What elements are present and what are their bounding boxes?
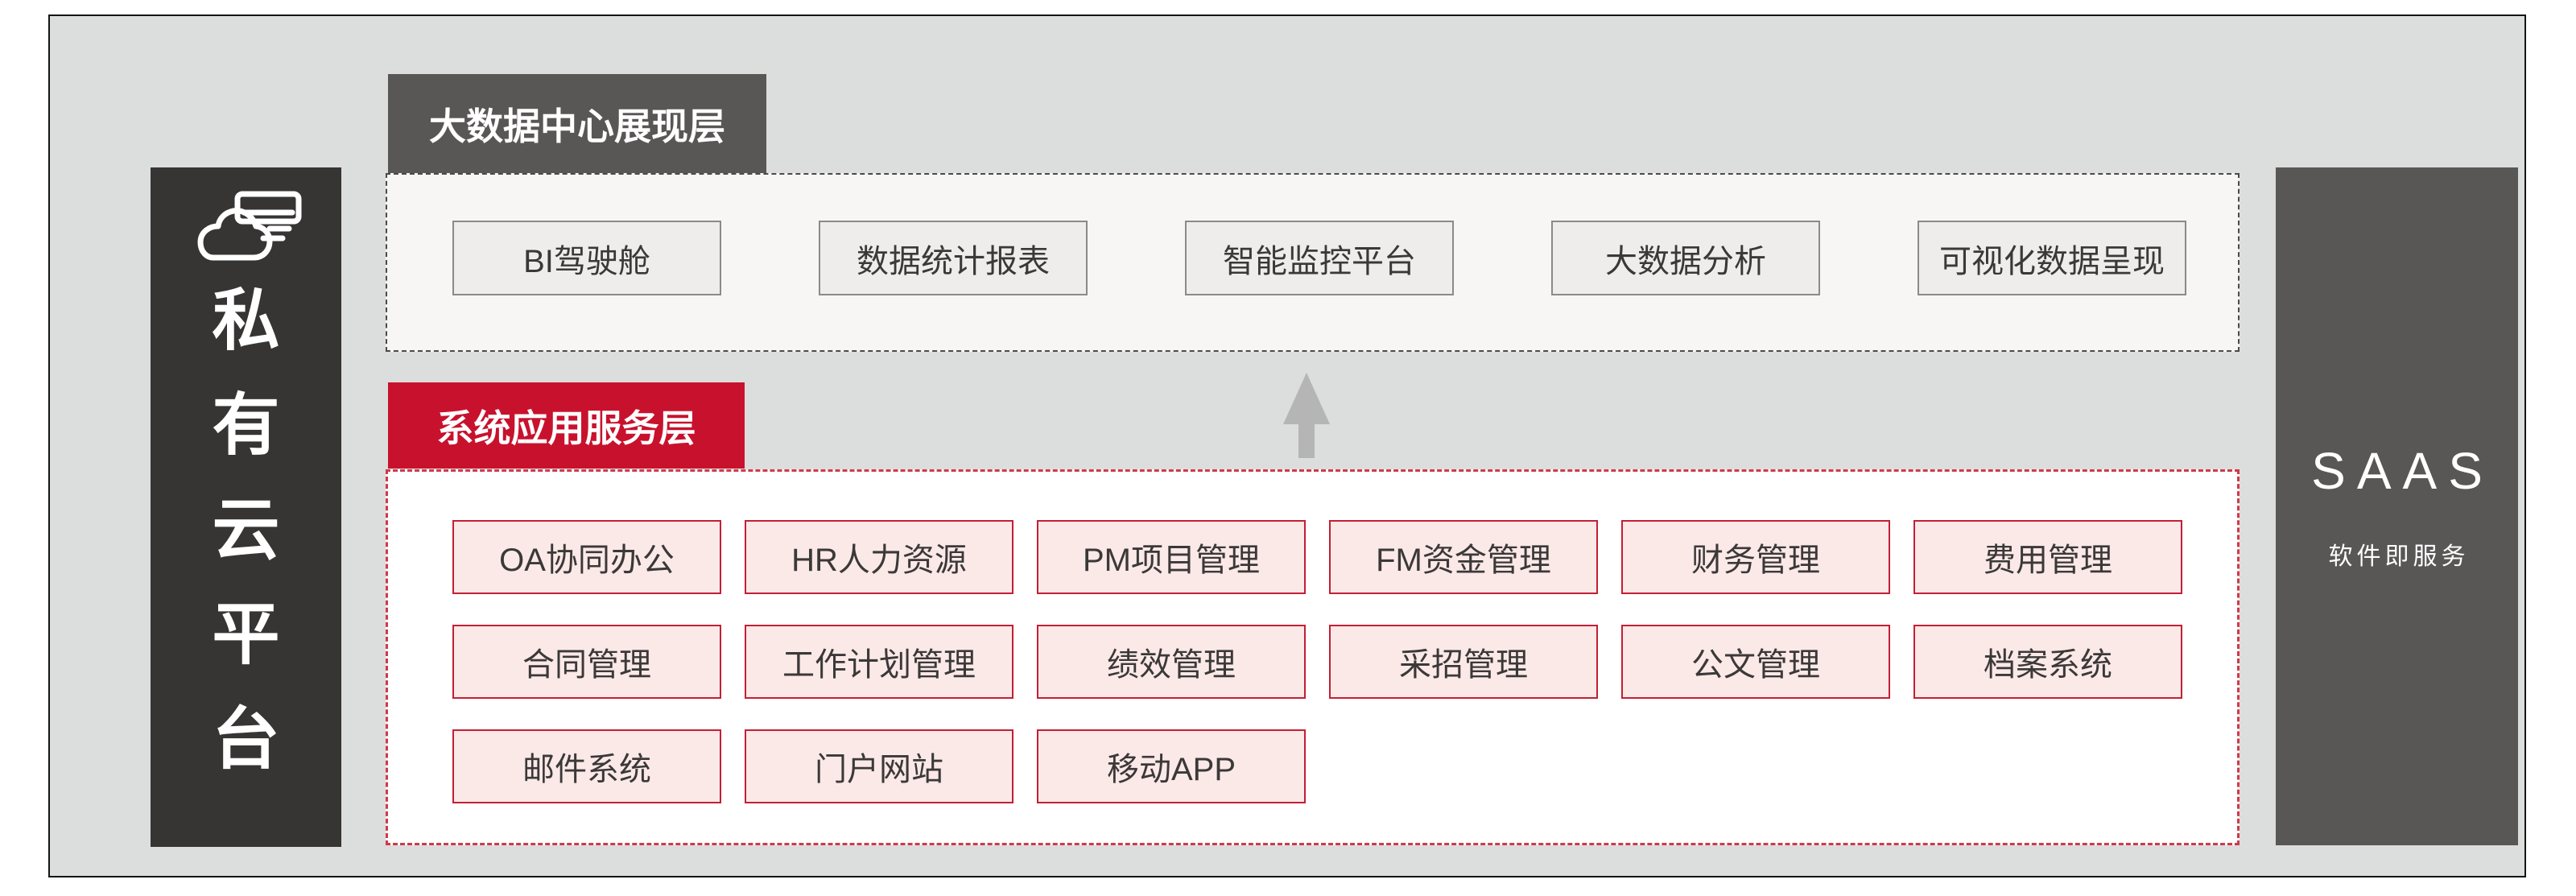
application-layer-header-label: 系统应用服务层: [436, 407, 696, 449]
application-item: HR人力资源: [745, 520, 1013, 594]
presentation-layer-header-label: 大数据中心展现层: [429, 105, 725, 147]
application-item: 公文管理: [1621, 625, 1890, 699]
private-cloud-title-char: 有: [212, 387, 280, 463]
presentation-item-label: 数据统计报表: [857, 243, 1050, 279]
presentation-item: 大数据分析: [1551, 221, 1820, 295]
application-item-label: 门户网站: [815, 752, 943, 787]
cloud-server-icon: [197, 191, 301, 261]
application-item-label: 费用管理: [1984, 543, 2112, 578]
private-cloud-title-char: 平: [212, 597, 280, 672]
diagram-canvas: 大数据中心展现层 BI驾驶舱 数据统计报表 智能监控平台 大数据分析 可视化数据…: [48, 14, 2526, 877]
application-item-label: 采招管理: [1399, 647, 1528, 683]
application-item: 移动APP: [1037, 729, 1306, 803]
application-item-label: OA协同办公: [499, 543, 675, 578]
presentation-item: BI驾驶舱: [452, 221, 721, 295]
application-item-label: 公文管理: [1691, 647, 1820, 683]
application-item: PM项目管理: [1037, 520, 1306, 594]
application-item: 绩效管理: [1037, 625, 1306, 699]
presentation-layer-header: 大数据中心展现层: [388, 74, 766, 173]
presentation-item: 可视化数据呈现: [1918, 221, 2186, 295]
application-item-label: 移动APP: [1106, 752, 1236, 787]
private-cloud-pillar: 私 有 云 平 台: [151, 167, 341, 847]
application-item: FM资金管理: [1329, 520, 1598, 594]
presentation-item: 数据统计报表: [819, 221, 1088, 295]
application-item: 档案系统: [1913, 625, 2182, 699]
application-item-label: 合同管理: [522, 647, 651, 683]
application-item: OA协同办公: [452, 520, 721, 594]
application-item-label: 工作计划管理: [782, 647, 976, 683]
application-item-label: 绩效管理: [1107, 647, 1236, 683]
presentation-item-label: 大数据分析: [1605, 243, 1766, 279]
application-item-label: FM资金管理: [1376, 543, 1551, 578]
up-arrow-icon: [1283, 373, 1330, 458]
presentation-item-label: BI驾驶舱: [523, 243, 650, 279]
application-item: 门户网站: [745, 729, 1013, 803]
application-item-label: 邮件系统: [522, 752, 651, 787]
presentation-layer-panel: BI驾驶舱 数据统计报表 智能监控平台 大数据分析 可视化数据呈现: [386, 173, 2240, 352]
application-item-label: PM项目管理: [1083, 543, 1260, 578]
application-item: 财务管理: [1621, 520, 1890, 594]
presentation-item: 智能监控平台: [1185, 221, 1454, 295]
saas-pillar: SAAS 软件即服务: [2276, 167, 2518, 845]
saas-subtitle: 软件即服务: [2328, 543, 2470, 570]
application-item-label: 财务管理: [1691, 543, 1820, 578]
private-cloud-title: 私 有 云 平 台: [212, 287, 279, 773]
presentation-item-label: 可视化数据呈现: [1939, 243, 2165, 279]
application-layer-panel: OA协同办公 HR人力资源 PM项目管理 FM资金管理 财务管理 费用管理 合同…: [386, 469, 2240, 845]
application-item: 费用管理: [1913, 520, 2182, 594]
private-cloud-title-char: 云: [212, 492, 280, 568]
application-item: 合同管理: [452, 625, 721, 699]
application-item-label: 档案系统: [1984, 647, 2112, 683]
private-cloud-title-char: 私: [212, 283, 280, 358]
private-cloud-title-char: 台: [212, 701, 280, 777]
application-layer-header: 系统应用服务层: [388, 382, 745, 469]
application-item: 邮件系统: [452, 729, 721, 803]
application-item: 工作计划管理: [745, 625, 1013, 699]
application-item-label: HR人力资源: [791, 543, 967, 578]
presentation-item-label: 智能监控平台: [1223, 243, 1416, 279]
saas-title: SAAS: [2311, 442, 2494, 500]
application-item: 采招管理: [1329, 625, 1598, 699]
